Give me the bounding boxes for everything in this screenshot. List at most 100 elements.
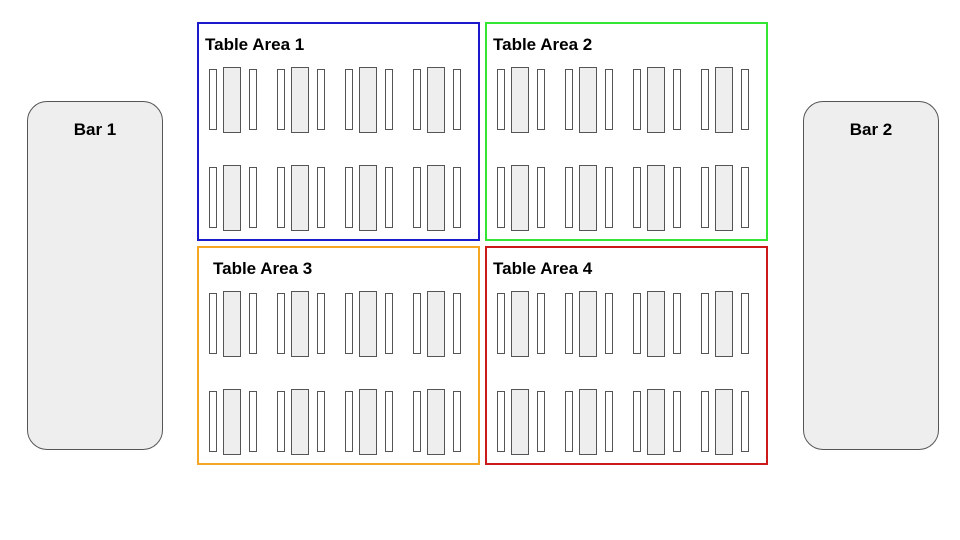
chair-left: [565, 293, 573, 354]
table: [427, 291, 445, 357]
table: [359, 389, 377, 455]
table-set: [565, 389, 615, 455]
bar-2: Bar 2: [803, 101, 939, 450]
chair-left: [701, 69, 709, 130]
table-area-2-title: Table Area 2: [493, 35, 593, 54]
table-set: [701, 67, 751, 133]
chair-right: [453, 69, 461, 130]
table-set: [345, 389, 395, 455]
chair-left: [701, 167, 709, 228]
table-set: [633, 67, 683, 133]
table-set: [565, 67, 615, 133]
chair-left: [345, 293, 353, 354]
table: [511, 67, 529, 133]
table: [359, 165, 377, 231]
chair-left: [633, 167, 641, 228]
table-area-3-title: Table Area 3: [213, 259, 313, 278]
chair-left: [209, 69, 217, 130]
table: [291, 389, 309, 455]
chair-left: [413, 293, 421, 354]
table-set: [209, 165, 259, 231]
table-set: [413, 165, 463, 231]
chair-left: [209, 167, 217, 228]
chair-right: [385, 69, 393, 130]
table: [647, 389, 665, 455]
chair-right: [741, 391, 749, 452]
table-set: [345, 67, 395, 133]
table: [511, 291, 529, 357]
chair-right: [673, 293, 681, 354]
table-set: [497, 67, 547, 133]
chair-left: [565, 167, 573, 228]
chair-right: [317, 391, 325, 452]
chair-left: [497, 69, 505, 130]
chair-right: [673, 391, 681, 452]
table-set: [345, 291, 395, 357]
table: [715, 291, 733, 357]
table-area-4-title: Table Area 4: [493, 259, 593, 278]
table-set: [633, 291, 683, 357]
table: [579, 67, 597, 133]
chair-right: [673, 69, 681, 130]
chair-right: [673, 167, 681, 228]
chair-right: [605, 69, 613, 130]
chair-right: [317, 167, 325, 228]
chair-left: [633, 293, 641, 354]
chair-right: [537, 293, 545, 354]
table-set: [413, 389, 463, 455]
table-set: [497, 291, 547, 357]
table: [647, 67, 665, 133]
table: [427, 165, 445, 231]
chair-left: [413, 167, 421, 228]
table: [223, 165, 241, 231]
chair-left: [413, 391, 421, 452]
chair-right: [385, 391, 393, 452]
table-set: [633, 389, 683, 455]
table: [359, 67, 377, 133]
table-set: [209, 291, 259, 357]
chair-left: [413, 69, 421, 130]
table-set: [345, 165, 395, 231]
chair-left: [277, 167, 285, 228]
table-set: [701, 389, 751, 455]
chair-right: [317, 293, 325, 354]
chair-left: [633, 69, 641, 130]
chair-left: [565, 391, 573, 452]
chair-right: [453, 391, 461, 452]
table-set: [277, 291, 327, 357]
chair-left: [345, 167, 353, 228]
table: [291, 67, 309, 133]
chair-left: [345, 391, 353, 452]
bar-1-label: Bar 1: [73, 120, 117, 139]
chair-right: [317, 69, 325, 130]
chair-left: [497, 391, 505, 452]
table-set: [277, 67, 327, 133]
chair-left: [345, 69, 353, 130]
table: [579, 291, 597, 357]
table: [223, 291, 241, 357]
table: [715, 67, 733, 133]
chair-left: [701, 293, 709, 354]
table: [579, 165, 597, 231]
chair-right: [605, 293, 613, 354]
table-set: [701, 165, 751, 231]
chair-left: [633, 391, 641, 452]
chair-left: [497, 167, 505, 228]
table-set: [633, 165, 683, 231]
chair-right: [605, 167, 613, 228]
chair-right: [605, 391, 613, 452]
table: [511, 389, 529, 455]
chair-right: [537, 167, 545, 228]
table-set: [277, 165, 327, 231]
table-set: [277, 389, 327, 455]
table-area-3: Table Area 3: [197, 246, 480, 465]
chair-right: [741, 167, 749, 228]
table: [359, 291, 377, 357]
chair-left: [277, 69, 285, 130]
table-set: [413, 67, 463, 133]
table: [647, 165, 665, 231]
table-set: [497, 389, 547, 455]
chair-right: [249, 69, 257, 130]
chair-right: [385, 167, 393, 228]
table-set: [209, 67, 259, 133]
